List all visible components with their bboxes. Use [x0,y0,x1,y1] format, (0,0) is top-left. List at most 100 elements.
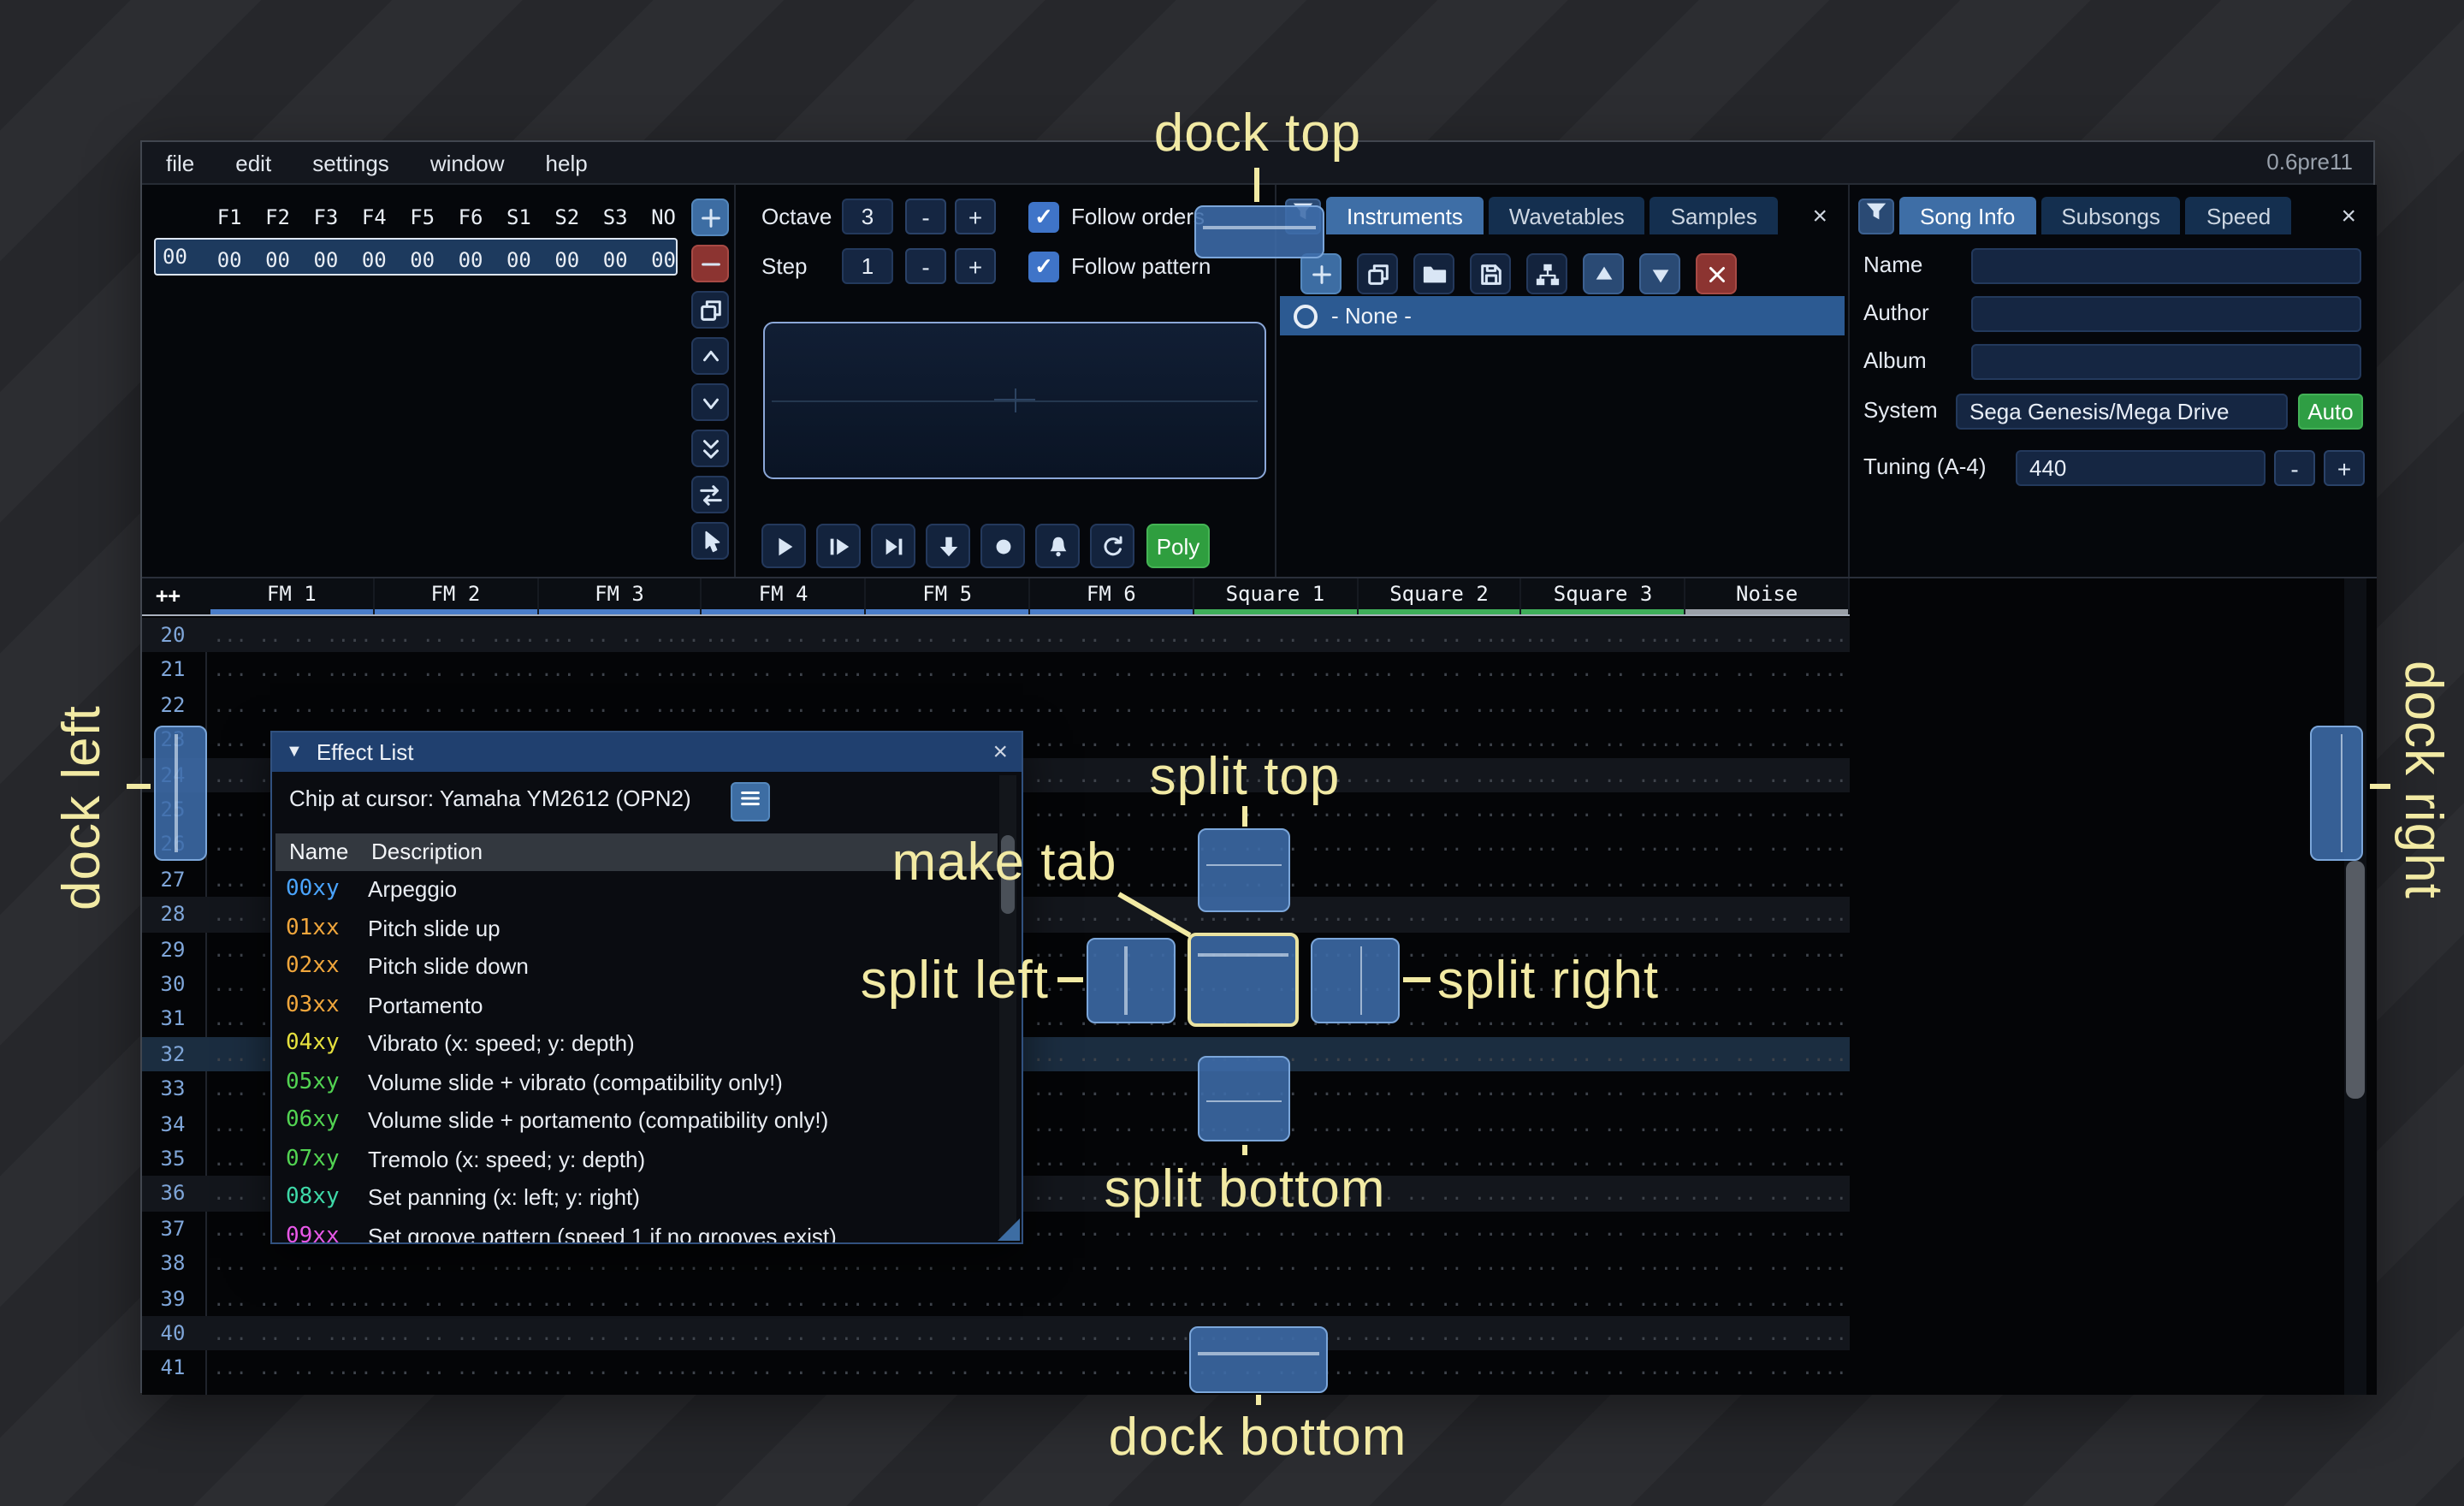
pattern-row-20[interactable]: 20... .. .. ....... .. .. ....... .. .. … [142,618,1850,653]
pattern-cell[interactable]: ... .. .. .... [1194,625,1359,649]
order-cell-3[interactable]: 00 [350,248,398,272]
step-row-button[interactable] [926,524,970,568]
dock-target-left[interactable] [154,726,207,861]
octave-decrease-button[interactable]: - [905,199,946,234]
order-cell-9[interactable]: 00 [639,248,687,272]
save-instrument-button[interactable] [1470,253,1511,294]
pattern-cell[interactable]: ... .. .. .... [1685,1393,1850,1395]
dock-target-bottom[interactable] [1189,1326,1328,1393]
pattern-cell[interactable]: ... .. .. .... [538,1323,702,1347]
pattern-cell[interactable]: ... .. .. .... [1522,695,1686,719]
pattern-cell[interactable]: ... .. .. .... [702,660,867,684]
pattern-cell[interactable]: ... .. .. .... [1358,1078,1522,1102]
order-cell-7[interactable]: 00 [543,248,591,272]
pattern-cell[interactable]: ... .. .. .... [1030,625,1194,649]
pattern-row-21[interactable]: 21... .. .. ....... .. .. ....... .. .. … [142,653,1850,688]
order-cell-6[interactable]: 00 [495,248,542,272]
pattern-cell[interactable]: ... .. .. .... [210,1323,375,1347]
pattern-cell[interactable]: ... .. .. .... [1685,1078,1850,1102]
tab-speed[interactable]: Speed [2186,197,2291,234]
step-decrease-button[interactable]: - [905,248,946,284]
channel-header-fm-1[interactable]: FM 1 [210,578,375,614]
play-button[interactable] [761,524,806,568]
pattern-cell[interactable]: ... .. .. .... [538,660,702,684]
pattern-cell[interactable]: ... .. .. .... [375,1323,539,1347]
pattern-cell[interactable]: ... .. .. .... [1522,1044,1686,1068]
channel-header-square-3[interactable]: Square 3 [1522,578,1686,614]
pattern-cell[interactable]: ... .. .. .... [1685,1148,1850,1172]
pattern-cell[interactable]: ... .. .. .... [1685,974,1850,998]
pattern-cell[interactable]: ... .. .. .... [1685,904,1850,928]
play-pattern-button[interactable] [816,524,861,568]
pattern-cell[interactable]: ... .. .. .... [1522,625,1686,649]
channel-header-square-2[interactable]: Square 2 [1358,578,1522,614]
pattern-cell[interactable]: ... .. .. .... [702,1323,867,1347]
pattern-cell[interactable]: ... .. .. .... [1358,1113,1522,1137]
step-value[interactable]: 1 [842,248,893,284]
channel-header-fm-2[interactable]: FM 2 [375,578,539,614]
pattern-cell[interactable]: ... .. .. .... [375,1288,539,1312]
song-filter-button[interactable] [1858,198,1894,234]
pattern-cell[interactable]: ... .. .. .... [1685,1183,1850,1207]
pattern-cell[interactable]: ... .. .. .... [375,1393,539,1395]
pattern-cell[interactable]: ... .. .. .... [1522,764,1686,788]
pattern-cell[interactable]: ... .. .. .... [866,1288,1030,1312]
menu-settings[interactable]: settings [312,150,389,175]
order-cell-8[interactable]: 00 [591,248,639,272]
delete-instrument-button[interactable] [1696,253,1737,294]
record-button[interactable] [980,524,1025,568]
pattern-cell[interactable]: ... .. .. .... [1522,1393,1686,1395]
pattern-cell[interactable]: ... .. .. .... [1358,1358,1522,1382]
pattern-cell[interactable]: ... .. .. .... [375,625,539,649]
channel-header-fm-4[interactable]: FM 4 [702,578,867,614]
follow-pattern-checkbox[interactable]: ✓ [1028,252,1059,282]
pattern-cell[interactable]: ... .. .. .... [1358,625,1522,649]
move-instrument-up-button[interactable] [1583,253,1624,294]
pattern-cell[interactable]: ... .. .. .... [1522,1183,1686,1207]
pattern-cell[interactable]: ... .. .. .... [866,1253,1030,1277]
pattern-cell[interactable]: ... .. .. .... [1030,1044,1194,1068]
effect-list-menu-button[interactable] [731,782,770,821]
remove-order-button[interactable] [691,245,729,282]
system-select[interactable]: Sega Genesis/Mega Drive [1956,394,2288,430]
pattern-cell[interactable]: ... .. .. .... [1522,1078,1686,1102]
tuning-decrease-button[interactable]: - [2274,450,2315,486]
octave-value[interactable]: 3 [842,199,893,234]
duplicate-instrument-button[interactable] [1357,253,1398,294]
pattern-cell[interactable]: ... .. .. .... [375,1253,539,1277]
pattern-cell[interactable]: ... .. .. .... [702,1393,867,1395]
duplicate-to-end-button[interactable] [691,430,729,467]
order-cell-4[interactable]: 00 [399,248,447,272]
pattern-cell[interactable]: ... .. .. .... [1030,1393,1194,1395]
pattern-cell[interactable]: ... .. .. .... [538,625,702,649]
pattern-cell[interactable]: ... .. .. .... [210,1393,375,1395]
pattern-cell[interactable]: ... .. .. .... [1522,660,1686,684]
instrument-list-item[interactable]: - None - [1280,296,1845,335]
close-panel-icon[interactable]: × [1812,201,1827,230]
pattern-cell[interactable]: ... .. .. .... [1685,1218,1850,1242]
pattern-cell[interactable]: ... .. .. .... [538,1393,702,1395]
pattern-cell[interactable]: ... .. .. .... [1194,1253,1359,1277]
pattern-cell[interactable]: ... .. .. .... [866,1323,1030,1347]
pattern-row-41[interactable]: 41... .. .. ....... .. .. ....... .. .. … [142,1351,1850,1386]
pattern-cell[interactable]: ... .. .. .... [702,1358,867,1382]
move-instrument-down-button[interactable] [1639,253,1680,294]
add-order-button[interactable] [691,199,729,236]
dock-target-top[interactable] [1194,205,1324,258]
pattern-cell[interactable]: ... .. .. .... [1685,1044,1850,1068]
pattern-cell[interactable]: ... .. .. .... [1522,1218,1686,1242]
pattern-cell[interactable]: ... .. .. .... [1522,1148,1686,1172]
order-cell-5[interactable]: 00 [447,248,495,272]
pattern-cell[interactable]: ... .. .. .... [1358,1253,1522,1277]
pattern-cell[interactable]: ... .. .. .... [1030,660,1194,684]
split-target-top[interactable] [1198,828,1290,912]
menu-edit[interactable]: edit [235,150,271,175]
make-tab-target[interactable] [1188,933,1299,1027]
pattern-cell[interactable]: ... .. .. .... [538,695,702,719]
pattern-cell[interactable]: ... .. .. .... [1685,1009,1850,1033]
auto-system-button[interactable]: Auto [2298,394,2363,430]
pattern-cell[interactable]: ... .. .. .... [1030,1253,1194,1277]
pattern-cell[interactable]: ... .. .. .... [1030,1288,1194,1312]
pattern-cell[interactable]: ... .. .. .... [702,695,867,719]
pattern-corner-label[interactable]: ++ [156,584,181,608]
